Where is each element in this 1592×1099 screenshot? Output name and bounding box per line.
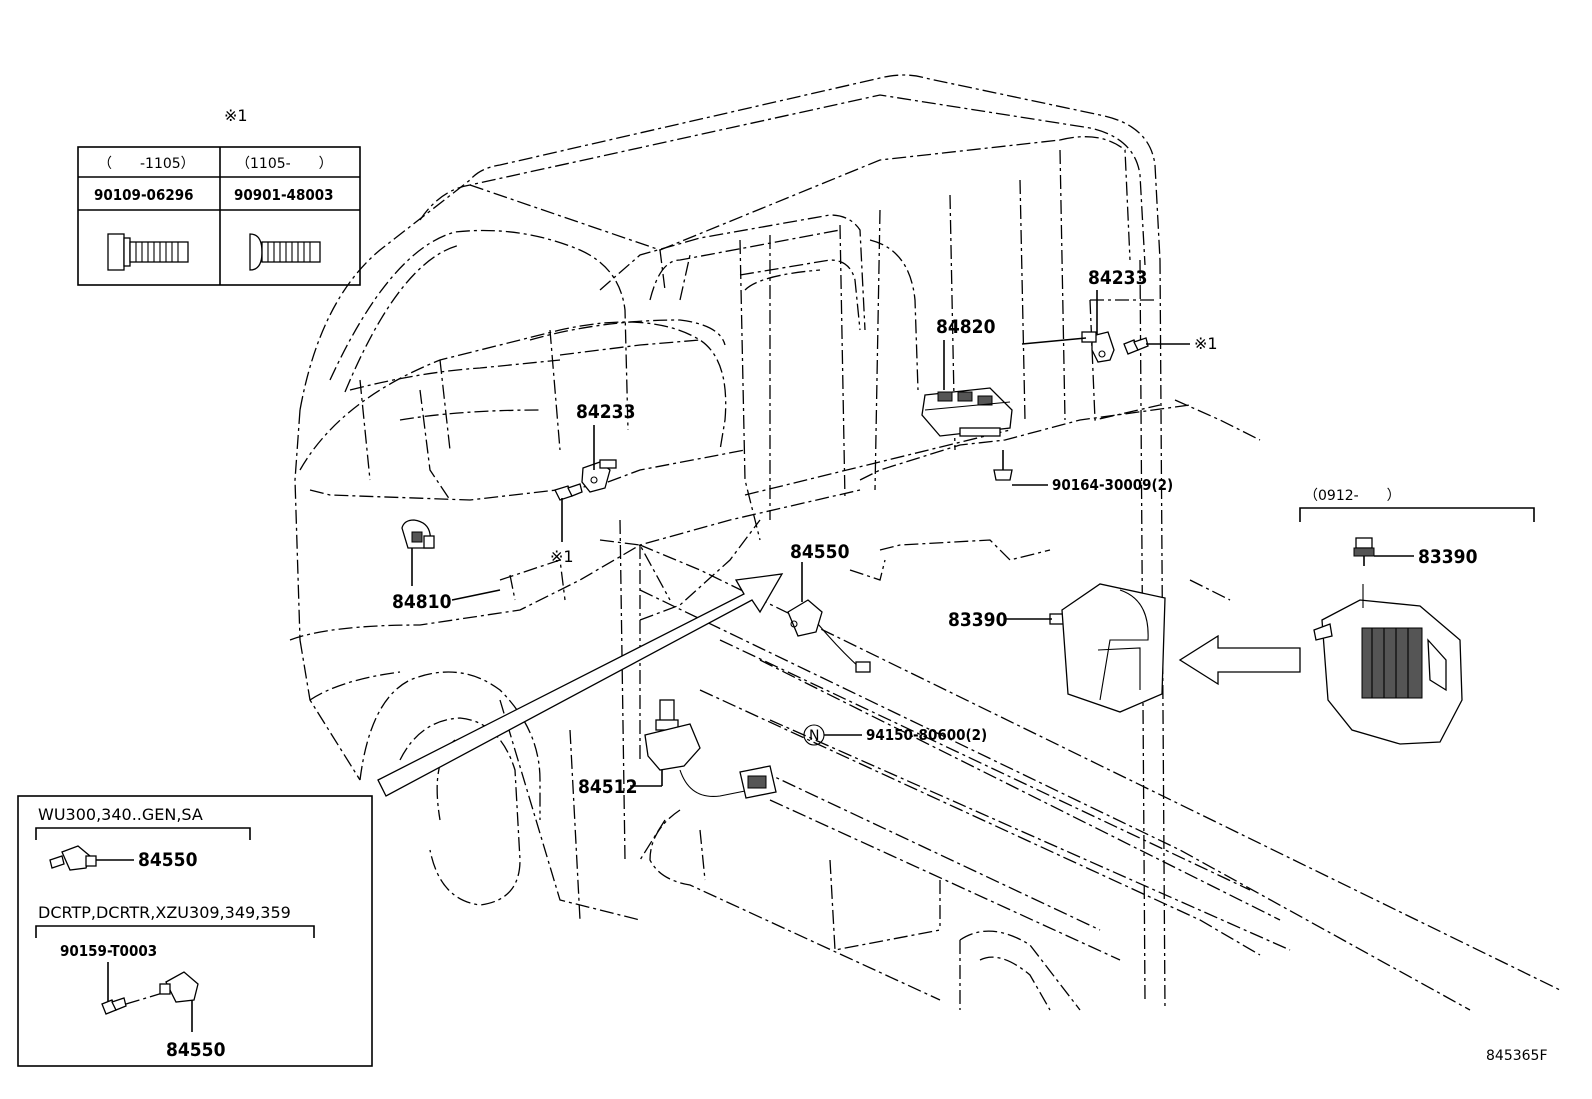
arrow-up-right-icon [377, 573, 784, 797]
note-table-mark: ※1 [224, 106, 248, 125]
flange-bolt-icon [107, 233, 189, 271]
note-table: ※1 （ -1105） （1105- ） 90109-06296 90901-4… [77, 106, 361, 286]
pan-head-bolt-icon [249, 233, 321, 271]
sensor-84550-icon [787, 599, 871, 673]
bolt-note1-left-icon [554, 483, 583, 501]
note-table-col2-range: （1105- ） [236, 156, 333, 172]
bolt-90159-icon [101, 997, 127, 1015]
variant-inset: WU300,340..GEN,SA 84550 DCRTP,DCRTR,XZU3… [17, 795, 373, 1067]
bolt-note1-right-icon [1123, 337, 1149, 355]
sensor-84550-inset1-icon [49, 845, 97, 871]
screw-90164-icon [993, 450, 1013, 481]
label-84233-left: 84233 [576, 401, 635, 423]
note-table-col1-range: （ -1105） [98, 156, 195, 172]
diagram-code: 845365F [1486, 1048, 1548, 1064]
note-table-col2-part: 90901-48003 [234, 186, 334, 204]
label-84233-top: 84233 [1088, 267, 1147, 289]
leader-lines [411, 290, 1535, 787]
arrow-left-icon [1178, 634, 1301, 686]
label-84512: 84512 [578, 776, 637, 798]
label-84810: 84810 [392, 591, 452, 613]
parts [377, 331, 1463, 799]
inset-group2-bolt: 90159-T0003 [60, 942, 157, 960]
label-94150: 94150-80600(2) [866, 726, 987, 744]
label-84820: 84820 [936, 316, 996, 338]
switch-84810-icon [401, 519, 435, 549]
switch-84233-top-icon [1081, 331, 1115, 363]
label-note1-left: ※1 [550, 547, 574, 566]
inset-group1-title: WU300,340..GEN,SA [38, 805, 203, 824]
label-90164: 90164-30009(2) [1052, 476, 1173, 494]
ecu-box-mid-icon [1061, 583, 1166, 713]
ecu-box-right-icon [1313, 584, 1463, 745]
sensor-84550-inset2-icon [159, 971, 199, 1003]
switch-84820-icon [921, 387, 1013, 437]
label-83390-mid: 83390 [948, 609, 1008, 631]
n-marker-label: N [809, 728, 819, 744]
callout-labels: 84233 84820 ※1 84233 90164-30009(2) （091… [392, 267, 1478, 798]
inset-group1-part: 84550 [138, 849, 198, 871]
inset-group2-title: DCRTP,DCRTR,XZU309,349,359 [38, 903, 291, 922]
sender-84512-icon [644, 699, 777, 799]
label-range-0912: （0912- ） [1304, 488, 1401, 504]
label-note1-right: ※1 [1194, 334, 1218, 353]
note-table-col1-part: 90109-06296 [94, 186, 194, 204]
inset-group2-part: 84550 [166, 1039, 226, 1061]
switch-84233-left-icon [581, 459, 617, 493]
sensor-83390-right-icon [1353, 537, 1375, 566]
label-84550: 84550 [790, 541, 850, 563]
label-83390-right: 83390 [1418, 546, 1478, 568]
